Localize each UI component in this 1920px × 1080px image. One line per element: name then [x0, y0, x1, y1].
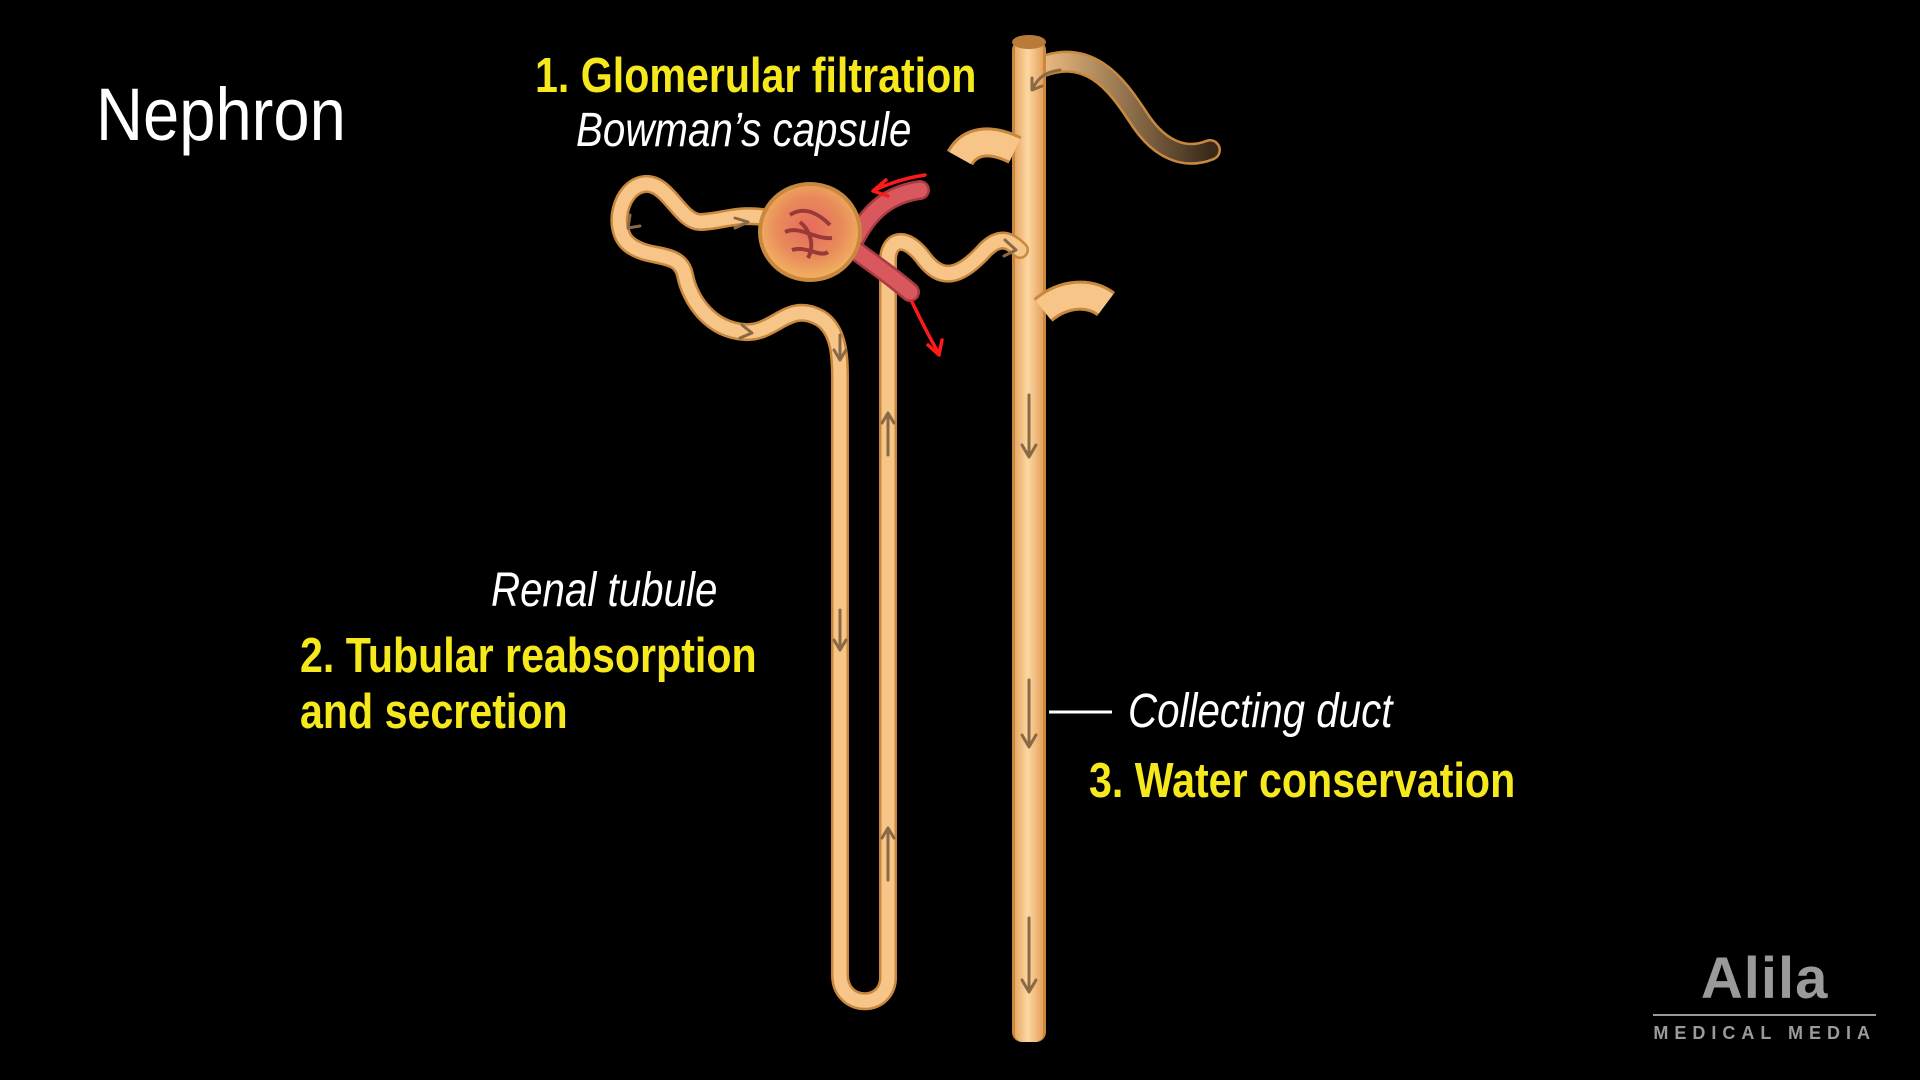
- incoming-tubule: [1019, 50, 1221, 165]
- glomerular-filtration-label: 1. Glomerular filtration: [535, 49, 977, 103]
- logo-divider: [1653, 1014, 1876, 1016]
- alila-logo: Alila MEDICAL MEDIA: [1653, 950, 1876, 1042]
- tubular-reabsorption-label: 2. Tubular reabsorption: [300, 629, 757, 683]
- blood-arrow-out: [910, 300, 944, 357]
- flow-arrow-tubule-3: [738, 323, 754, 340]
- flow-arrow-duct-entry: [1030, 68, 1062, 92]
- flow-arrow-tubule-2: [626, 213, 642, 230]
- flow-arrows: [626, 68, 1062, 994]
- renal-tubule-label: Renal tubule: [491, 564, 718, 617]
- flow-arrow-tubule-1: [733, 216, 750, 230]
- secretion-label: and secretion: [300, 685, 568, 739]
- flow-arrow-tubule-4: [1002, 238, 1018, 258]
- bowmans-capsule-shape: [758, 182, 862, 282]
- flow-arrow-down-descending-2: [832, 608, 848, 652]
- bowmans-capsule-label: Bowman’s capsule: [576, 104, 912, 157]
- renal-tubule-path: [610, 175, 1029, 1011]
- page-title: Nephron: [96, 73, 346, 156]
- collecting-duct-label: Collecting duct: [1128, 685, 1393, 738]
- blood-flow-arrows: [871, 173, 944, 357]
- flow-arrow-down-duct-2: [1020, 678, 1038, 749]
- flow-arrow-down-descending-1: [832, 333, 848, 362]
- water-conservation-label: 3. Water conservation: [1089, 754, 1516, 808]
- logo-subtitle: MEDICAL MEDIA: [1653, 1023, 1876, 1043]
- duct-branches: [946, 127, 1115, 323]
- collecting-duct-tube: [1012, 35, 1046, 1042]
- blood-arrow-in: [871, 173, 927, 198]
- flow-arrow-down-duct-1: [1020, 393, 1038, 459]
- flow-arrow-up-ascending-1: [880, 411, 896, 457]
- logo-name: Alila: [1700, 946, 1829, 1011]
- flow-arrow-down-duct-3: [1020, 916, 1038, 994]
- flow-arrow-up-ascending-2: [880, 826, 896, 882]
